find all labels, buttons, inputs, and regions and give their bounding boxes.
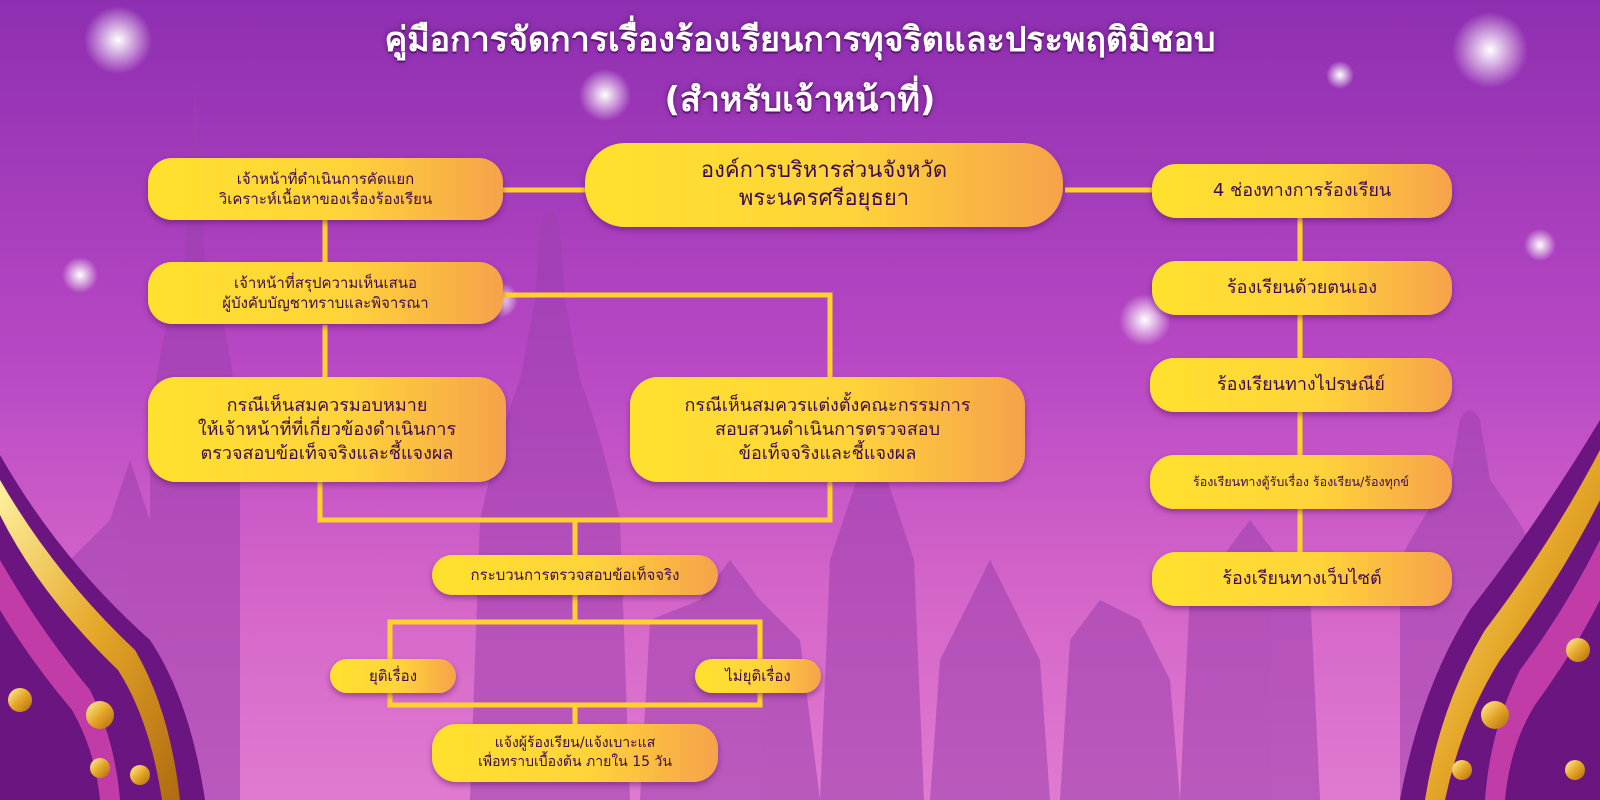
summary-node: เจ้าหน้าที่สรุปความเห็นเสนอ ผู้บังคับบัญ…: [148, 262, 503, 324]
screening-node: เจ้าหน้าที่ดำเนินการคัดแยก วิเคราะห์เนื้…: [148, 158, 503, 220]
notify-line1: แจ้งผู้ร้องเรียน/แจ้งเบาะแส: [494, 735, 656, 751]
org-line2: พระนครศรีอยุธยา: [738, 186, 910, 211]
channel-label-web: ร้องเรียนทางเว็บไซต์: [1222, 568, 1382, 589]
screening-line1: เจ้าหน้าที่ดำเนินการคัดแยก: [236, 170, 415, 188]
end-label: ยุติเรื่อง: [368, 667, 418, 685]
channel-item: ร้องเรียนด้วยตนเอง: [1152, 261, 1452, 315]
channel-item: ร้องเรียนทางไปรษณีย์: [1150, 358, 1452, 412]
left-ornament: [0, 455, 205, 800]
not-end-label: ไม่ยุติเรื่อง: [725, 667, 791, 685]
assign-line1: กรณีเห็นสมควรมอบหมาย: [226, 394, 428, 416]
process-label: กระบวนการตรวจสอบข้อเท็จจริง: [470, 566, 680, 584]
right-ornament: [1400, 420, 1600, 800]
screening-line2: วิเคราะห์เนื้อหาของเรื่องร้องเรียน: [218, 190, 433, 208]
notify-node: แจ้งผู้ร้องเรียน/แจ้งเบาะแส เพื่อทราบเบื…: [432, 724, 718, 782]
committee-line3: ข้อเท็จจริงและชี้แจงผล: [738, 442, 917, 464]
page-title: คู่มือการจัดการเรื่องร้องเรียนการทุจริตแ…: [384, 20, 1216, 60]
channels-header: 4 ช่องทางการร้องเรียน: [1212, 180, 1392, 201]
org-line1: องค์การบริหารส่วนจังหวัด: [700, 158, 948, 183]
assign-line3: ตรวจสอบข้อเท็จจริงและชี้แจงผล: [200, 442, 454, 464]
channel-item: ร้องเรียนทางเว็บไซต์: [1152, 552, 1452, 606]
channel-label-box: ร้องเรียนทางตู้รับเรื่อง ร้องเรียน/ร้องท…: [1193, 474, 1409, 489]
assign-node: กรณีเห็นสมควรมอบหมาย ให้เจ้าหน้าที่ที่เก…: [148, 377, 506, 482]
connector-branch-outcomes: [387, 619, 763, 660]
notify-line2: เพื่อทราบเบื้องต้น ภายใน 15 วัน: [478, 754, 672, 770]
channels-header-node: 4 ช่องทางการร้องเรียน: [1152, 164, 1452, 218]
not-end-node: ไม่ยุติเรื่อง: [695, 659, 821, 693]
channel-item: ร้องเรียนทางตู้รับเรื่อง ร้องเรียน/ร้องท…: [1150, 455, 1452, 509]
connector-summary-committee: [500, 292, 833, 380]
summary-line1: เจ้าหน้าที่สรุปความเห็นเสนอ: [233, 274, 418, 292]
channel-label-post: ร้องเรียนทางไปรษณีย์: [1217, 374, 1385, 395]
assign-line2: ให้เจ้าหน้าที่ที่เกี่ยวข้องดำเนินการ: [197, 418, 457, 440]
process-node: กระบวนการตรวจสอบข้อเท็จจริง: [432, 555, 718, 595]
committee-node: กรณีเห็นสมควรแต่งตั้งคณะกรรมการ สอบสวนดำ…: [630, 377, 1025, 482]
channel-label-self: ร้องเรียนด้วยตนเอง: [1226, 277, 1378, 298]
end-node: ยุติเรื่อง: [330, 659, 456, 693]
summary-line2: ผู้บังคับบัญชาทราบและพิจารณา: [222, 294, 429, 312]
org-node: องค์การบริหารส่วนจังหวัด พระนครศรีอยุธยา: [585, 143, 1063, 227]
bokeh-lights: [62, 6, 1556, 346]
committee-line1: กรณีเห็นสมควรแต่งตั้งคณะกรรมการ: [684, 394, 971, 416]
committee-line2: สอบสวนดำเนินการตรวจสอบ: [714, 418, 941, 440]
page-subtitle: (สำหรับเจ้าหน้าที่): [664, 80, 936, 120]
